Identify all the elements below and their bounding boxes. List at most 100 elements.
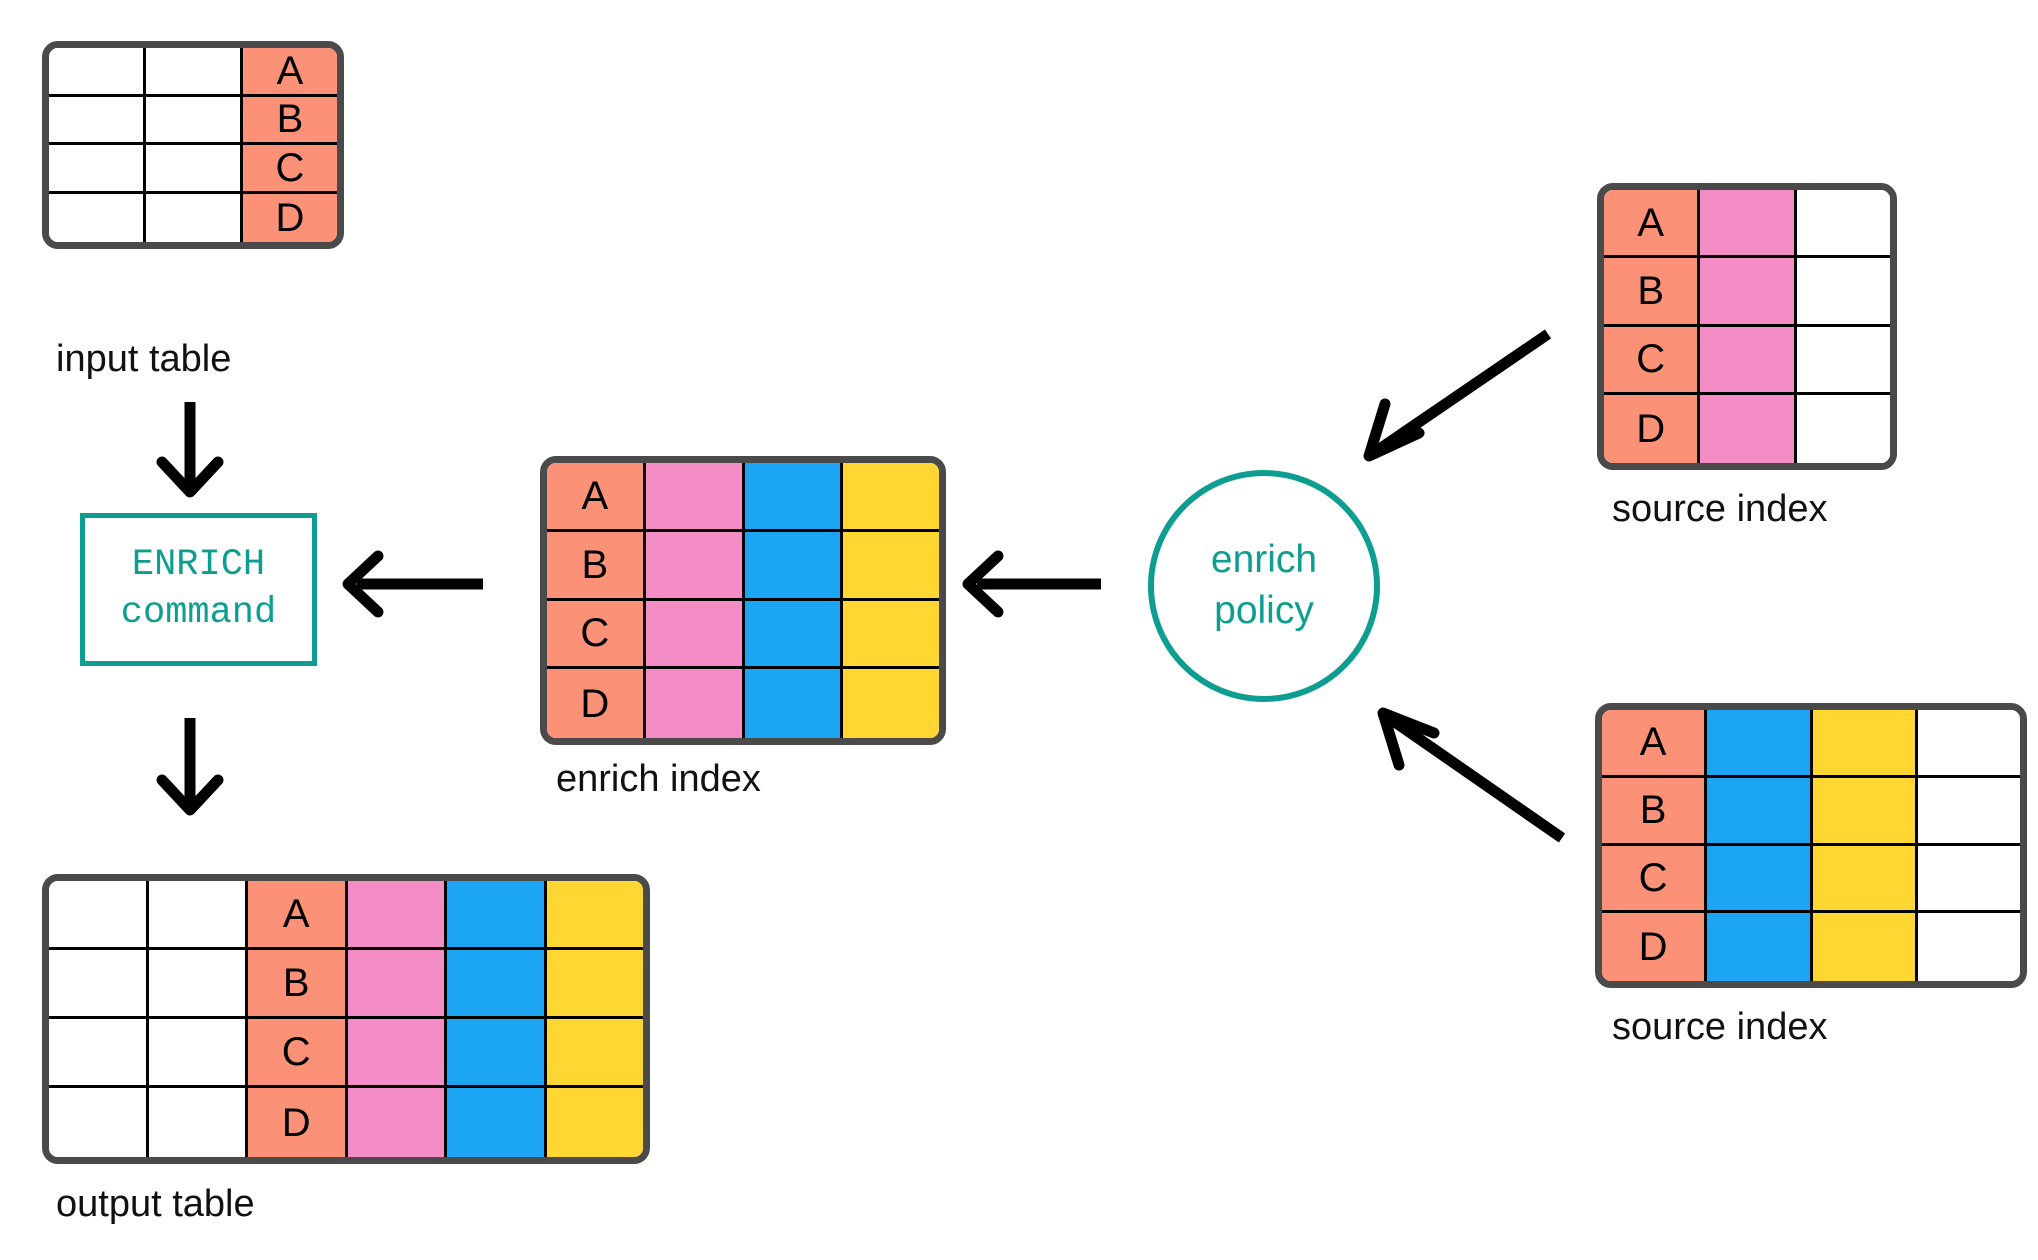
table-cell — [645, 600, 745, 670]
enrich-policy-line1: enrich — [1210, 538, 1318, 582]
table-cell: B — [1602, 777, 1708, 846]
table-cell — [1812, 710, 1918, 778]
output-table-caption: output table — [56, 1183, 255, 1225]
table-cell — [1707, 913, 1813, 981]
table-row: A — [49, 881, 643, 950]
table-row: B — [49, 950, 643, 1019]
table-cell — [843, 463, 939, 532]
table-cell — [148, 1019, 248, 1088]
table-cell — [347, 1019, 447, 1088]
table-row: C — [49, 1019, 643, 1088]
table-cell — [49, 145, 146, 194]
table-cell: D — [1602, 913, 1708, 981]
table-cell — [49, 950, 149, 1019]
table-cell — [146, 145, 243, 194]
arrow-input-to-command — [156, 402, 224, 498]
source-index-top-caption: source index — [1612, 488, 1828, 530]
table-cell: D — [248, 1088, 348, 1157]
table-cell: A — [547, 463, 646, 532]
table-cell — [447, 1019, 547, 1088]
table-cell — [49, 96, 146, 145]
table-cell — [645, 463, 745, 532]
table-cell — [49, 193, 146, 242]
table-row: C — [49, 145, 337, 194]
table-cell — [447, 881, 547, 950]
table-row: A — [1602, 710, 2020, 778]
table-cell — [146, 48, 243, 97]
table-cell — [843, 531, 939, 601]
table-cell — [843, 600, 939, 670]
table-cell — [546, 950, 643, 1019]
enrich-command-box[interactable]: ENRICH command — [80, 513, 317, 666]
enrich-policy-circle[interactable]: enrich policy — [1148, 470, 1380, 702]
table-cell — [1707, 710, 1813, 778]
table-cell — [447, 1088, 547, 1157]
table-cell — [49, 48, 146, 97]
table-cell: C — [248, 1019, 348, 1088]
table-row: C — [547, 600, 939, 670]
table-row: C — [1602, 845, 2020, 914]
arrow-source-bottom-to-policy — [1377, 707, 1566, 843]
table-cell — [1796, 326, 1890, 395]
table-cell — [1796, 394, 1890, 463]
enrich-policy-line2: policy — [1214, 589, 1314, 632]
enrich-command-line1: ENRICH — [131, 544, 266, 587]
table-cell — [49, 1019, 149, 1088]
table-row: D — [547, 669, 939, 738]
table-cell: B — [1604, 258, 1701, 327]
table-row: A — [1604, 190, 1890, 259]
table-cell — [645, 669, 745, 738]
table-cell — [347, 881, 447, 950]
table-cell — [148, 1088, 248, 1157]
table-row: D — [1602, 913, 2020, 981]
table-cell — [744, 600, 844, 670]
table-cell — [347, 950, 447, 1019]
table-cell — [744, 669, 844, 738]
table-cell — [1700, 326, 1797, 395]
table-cell: A — [248, 881, 348, 950]
table-cell: D — [547, 669, 646, 738]
table-cell — [1707, 777, 1813, 846]
enrich-command-line2: command — [120, 591, 277, 634]
table-cell — [744, 531, 844, 601]
table-cell — [347, 1088, 447, 1157]
table-row: D — [49, 1088, 643, 1157]
arrow-policy-to-enrich-index — [962, 550, 1101, 618]
table-cell — [1812, 913, 1918, 981]
arrow-enrich-index-to-command — [342, 550, 483, 618]
table-cell — [49, 881, 149, 950]
table-cell: B — [243, 96, 337, 145]
arrow-command-to-output — [156, 718, 224, 816]
table-cell — [843, 669, 939, 738]
table-cell — [1707, 845, 1813, 914]
table-cell: B — [248, 950, 348, 1019]
table-row: B — [49, 96, 337, 145]
table-cell: D — [1604, 394, 1701, 463]
table-cell — [645, 531, 745, 601]
table-row: B — [1602, 777, 2020, 846]
table-row: B — [547, 531, 939, 601]
table-cell — [546, 1088, 643, 1157]
input-table-caption: input table — [56, 338, 232, 380]
table-cell — [1796, 258, 1890, 327]
table-cell: C — [243, 145, 337, 194]
table-cell — [1700, 258, 1797, 327]
table-cell — [546, 881, 643, 950]
table-row: D — [49, 193, 337, 242]
table-cell: C — [547, 600, 646, 670]
table-cell — [1700, 394, 1797, 463]
table-cell: B — [547, 531, 646, 601]
table-cell: A — [1604, 190, 1701, 259]
table-cell — [49, 1088, 149, 1157]
table-row: B — [1604, 258, 1890, 327]
table-cell: A — [243, 48, 337, 97]
table-cell — [744, 463, 844, 532]
table-cell — [1917, 913, 2020, 981]
table-cell: D — [243, 193, 337, 242]
